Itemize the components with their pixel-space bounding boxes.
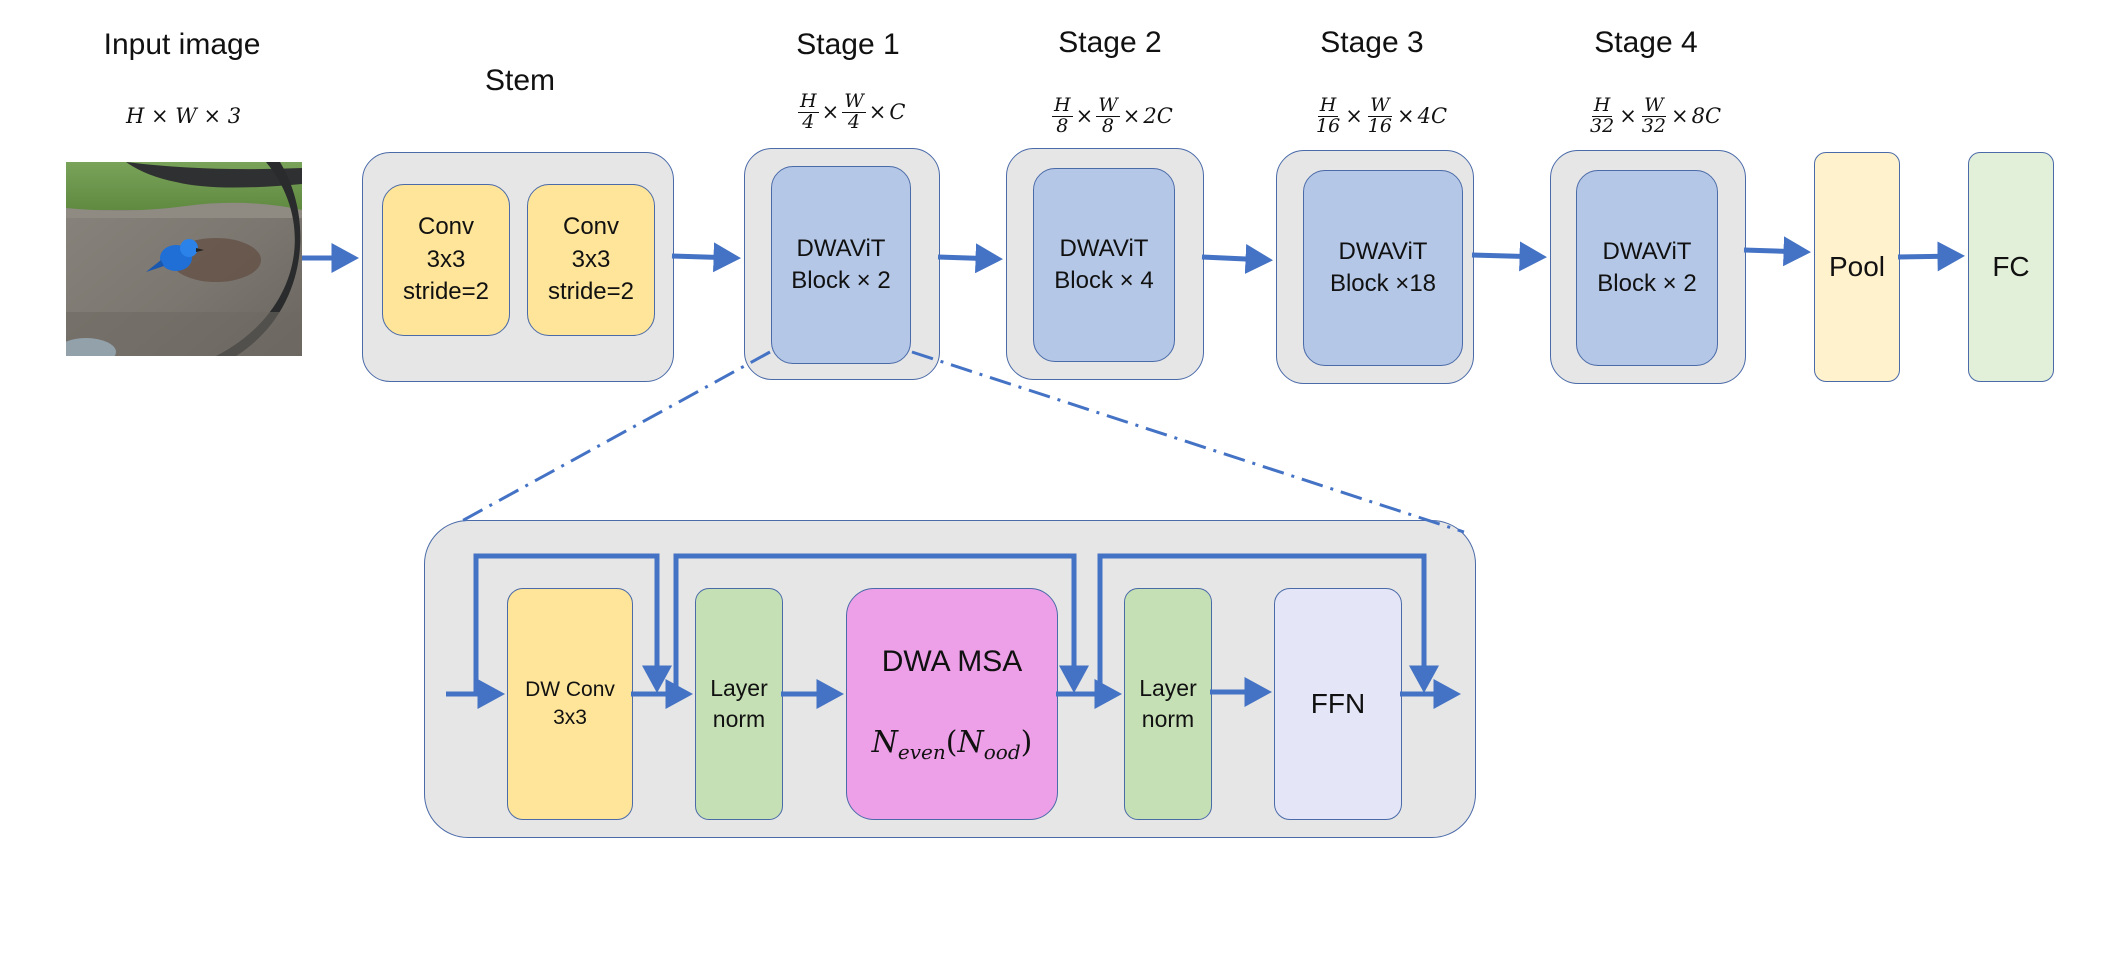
arrow-stem-to-stage1 — [671, 242, 741, 273]
stage2-block: DWAViT Block × 4 — [1033, 168, 1175, 362]
stage3-block: DWAViT Block ×18 — [1303, 170, 1463, 366]
dwa-msa-box: DWA MSA Neven(Nood) — [846, 588, 1058, 820]
arrow-stage3-to-stage4 — [1471, 241, 1547, 272]
input-dims: H × W × 3 — [126, 104, 242, 128]
dwconv-box: DW Conv 3x3 — [507, 588, 633, 820]
dwa-msa-title: DWA MSA — [881, 645, 1023, 678]
skip-3 — [1097, 553, 1439, 694]
stage1-title: Stage 1 — [796, 28, 900, 61]
skip-2 — [673, 553, 1089, 694]
stage4-title: Stage 4 — [1594, 26, 1698, 59]
input-title: Input image — [103, 28, 261, 61]
layernorm-1-box: Layer norm — [695, 588, 783, 820]
stem-conv-2: Conv 3x3 stride=2 — [527, 184, 655, 336]
stage4-block: DWAViT Block × 2 — [1576, 170, 1718, 366]
stage3-title: Stage 3 — [1320, 26, 1424, 59]
zoom-line-right — [911, 350, 1465, 534]
zoom-line-left — [459, 350, 771, 524]
arrow-stage4-to-pool — [1743, 236, 1811, 267]
skip-1 — [473, 553, 672, 694]
dwa-msa-subtitle: Neven(Nood) — [871, 725, 1033, 764]
stage1-block: DWAViT Block × 2 — [771, 166, 911, 364]
layernorm-2-box: Layer norm — [1124, 588, 1212, 820]
arrow-stage1-to-stage2 — [937, 243, 1003, 274]
arrow-stage2-to-stage3 — [1201, 243, 1273, 274]
input-image — [66, 162, 302, 356]
ffn-box: FFN — [1274, 588, 1402, 820]
fc-box: FC — [1968, 152, 2054, 382]
stage2-title: Stage 2 — [1058, 26, 1162, 59]
arrow-pool-to-fc — [1897, 241, 1965, 272]
stem-conv-1: Conv 3x3 stride=2 — [382, 184, 510, 336]
bird-photo-icon — [66, 162, 302, 356]
stem-title: Stem — [484, 64, 556, 97]
pool-box: Pool — [1814, 152, 1900, 382]
